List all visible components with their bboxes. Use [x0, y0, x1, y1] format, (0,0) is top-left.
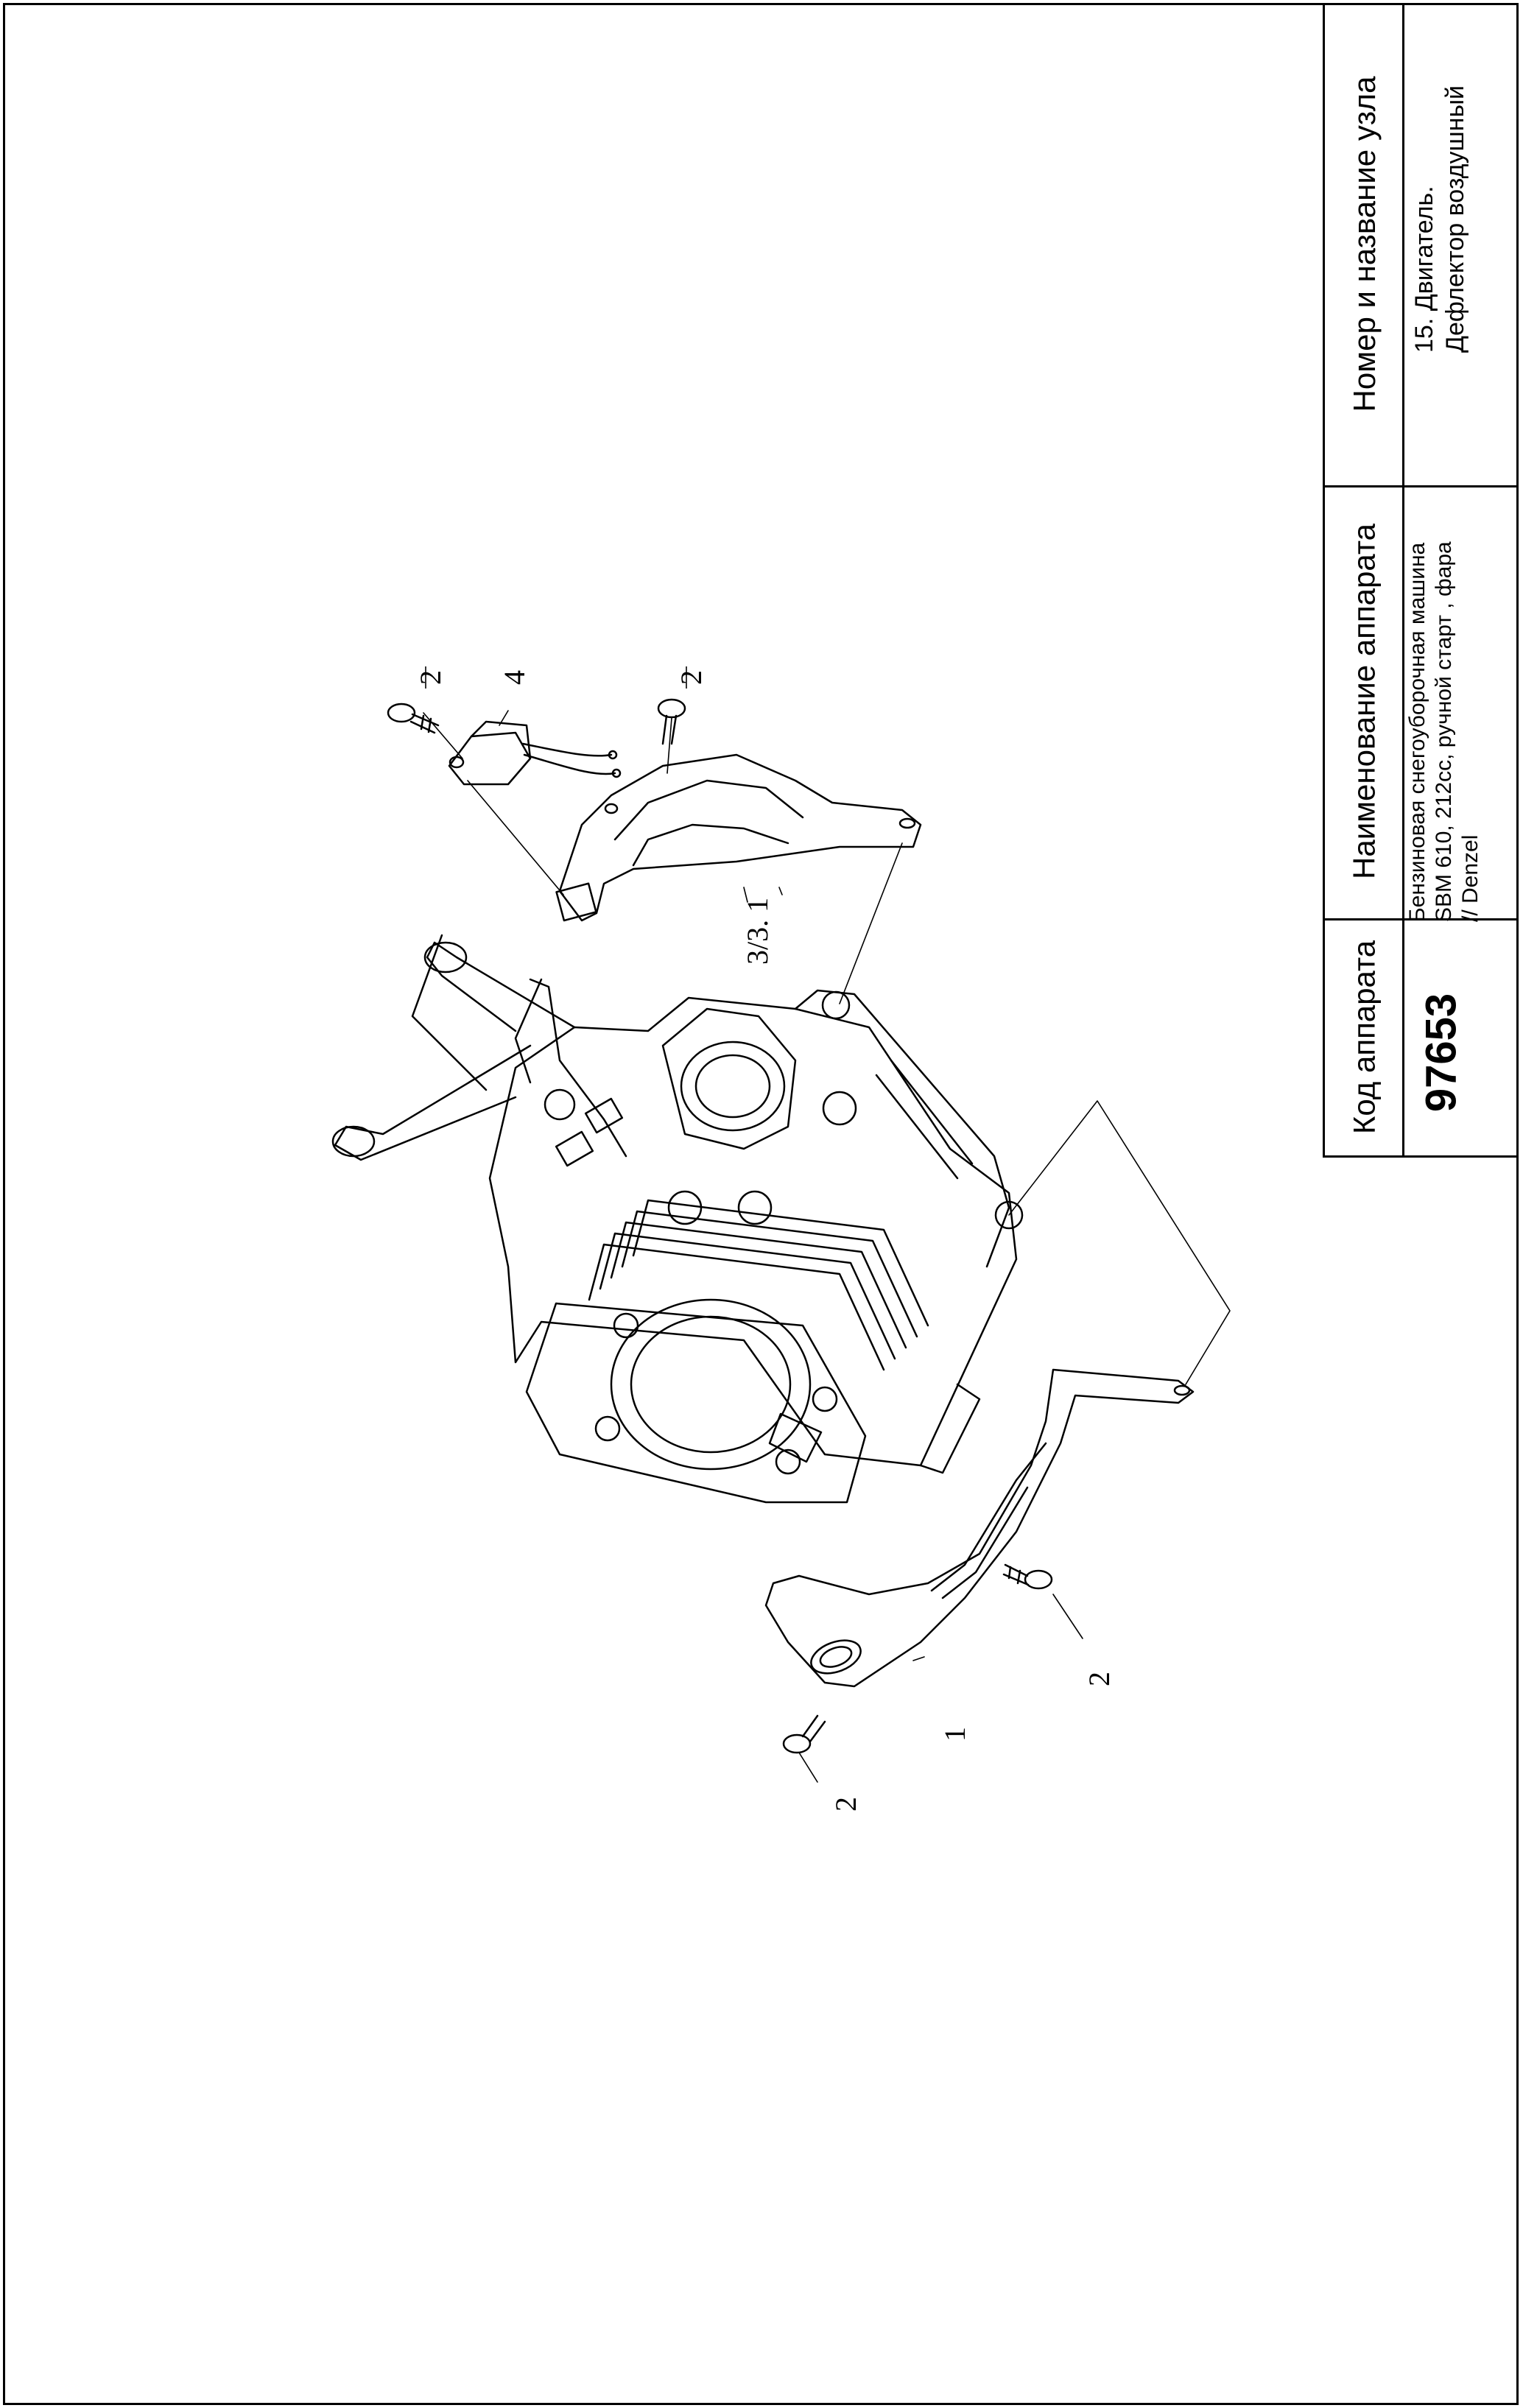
leader-lines: [423, 710, 1231, 1783]
screw-2b: [657, 698, 686, 745]
title-block-row-divider: [1325, 918, 1519, 920]
apparatus-code: 97653: [1417, 993, 1466, 1113]
title-block-column-divider: [1402, 3, 1404, 1155]
apparatus-name: Бензиновая снегоуборочная машина SBM 610…: [1386, 487, 1502, 922]
part-4-module: [448, 720, 622, 786]
drawing-frame: [3, 3, 1519, 2405]
part-3-shroud: [555, 753, 922, 922]
title-block-row-divider: [1325, 485, 1519, 487]
apparatus-name-line-3: // Denzel: [1458, 834, 1482, 922]
engine-block: [331, 934, 1024, 1504]
apparatus-name-line-2: SBM 610, 212cc, ручной старт , фара: [1432, 541, 1456, 922]
callout-2-top-right: 2: [675, 670, 708, 685]
assembly-name: 15. Двигатель. Дефлектор воздушный: [1387, 3, 1501, 485]
callout-2-bottom: 2: [829, 1797, 862, 1812]
assembly-name-line-1: 15. Двигатель.: [1410, 186, 1438, 353]
screw-2a: [387, 703, 440, 734]
screw-2c: [1002, 1563, 1053, 1590]
screw-2d: [782, 1714, 826, 1754]
assembly-name-line-2: Дефлектор воздушный: [1441, 85, 1469, 353]
callout-4: 4: [498, 670, 531, 685]
callout-3: 3/3. 1: [741, 898, 774, 965]
title-block: Код аппарата Наименование аппарата Номер…: [1323, 3, 1519, 1158]
part-1-air-deflector: [764, 1368, 1195, 1688]
callout-2-right: 2: [1083, 1672, 1116, 1686]
callout-1: 1: [938, 1727, 971, 1742]
callout-2-top-left: 2: [414, 670, 447, 685]
apparatus-name-line-1: Бензиновая снегоуборочная машина: [1405, 542, 1429, 922]
